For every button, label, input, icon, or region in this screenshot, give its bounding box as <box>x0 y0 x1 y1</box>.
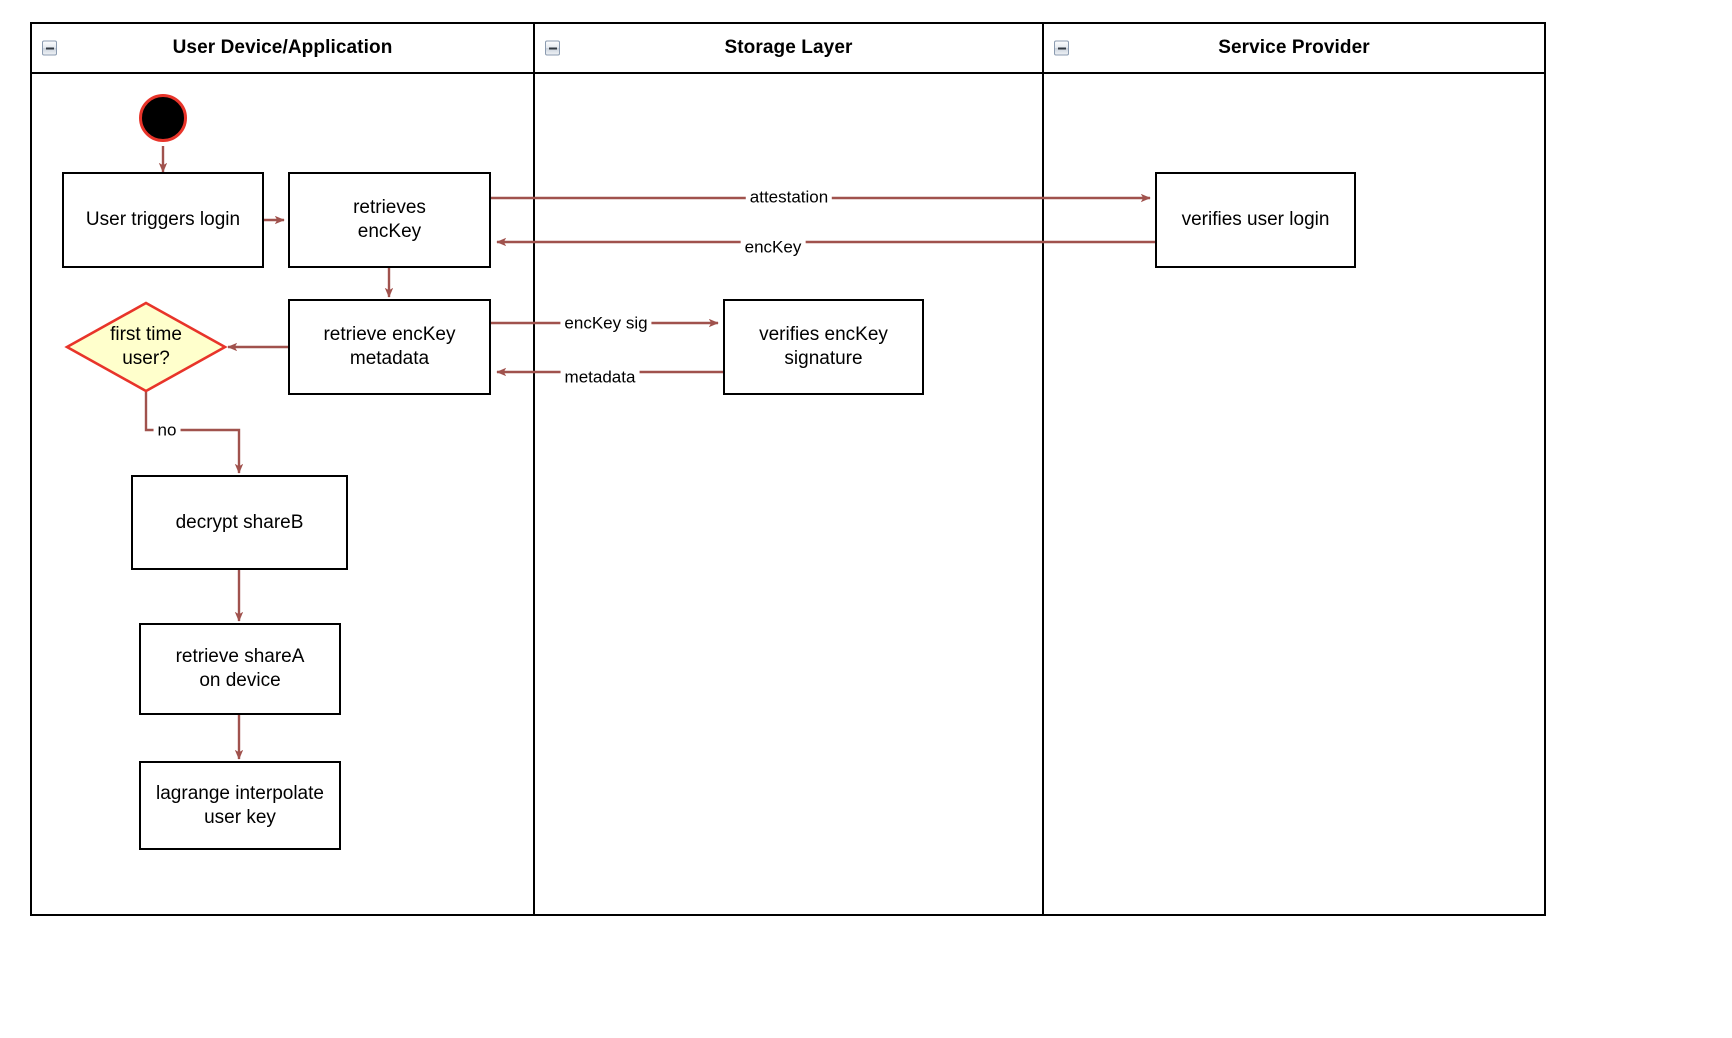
edge-label-metadata: metadata <box>560 368 640 388</box>
collapse-minus-icon[interactable] <box>1054 40 1069 56</box>
activity-retrieve-enckey-metadata[interactable]: retrieve encKey metadata <box>288 299 491 395</box>
lane-service-provider[interactable]: Service Provider <box>1042 24 1544 914</box>
lane-user-device[interactable]: User Device/Application <box>32 24 533 914</box>
lane-title-service-provider: Service Provider <box>1218 37 1370 58</box>
edge-label-attestation: attestation <box>745 188 833 208</box>
edge-label-no: no <box>153 421 181 441</box>
lane-header-user-device[interactable]: User Device/Application <box>32 24 533 74</box>
start-node[interactable] <box>139 94 187 142</box>
lane-storage-layer[interactable]: Storage Layer <box>533 24 1042 914</box>
edge-label-enckey-sig: encKey sig <box>560 314 652 334</box>
collapse-minus-icon[interactable] <box>545 40 560 56</box>
edge-label-enckey: encKey <box>740 238 806 258</box>
lane-header-service-provider[interactable]: Service Provider <box>1044 24 1544 74</box>
activity-decrypt-shareb[interactable]: decrypt shareB <box>131 475 348 570</box>
activity-user-triggers-login[interactable]: User triggers login <box>62 172 264 268</box>
activity-retrieves-enckey[interactable]: retrieves encKey <box>288 172 491 268</box>
lane-title-user-device: User Device/Application <box>172 37 393 58</box>
activity-verifies-enckey-signature[interactable]: verifies encKey signature <box>723 299 924 395</box>
activity-verifies-user-login[interactable]: verifies user login <box>1155 172 1356 268</box>
decision-diamond-shape <box>64 301 228 393</box>
decision-first-time-user[interactable]: first time user? <box>64 300 228 394</box>
collapse-minus-icon[interactable] <box>42 40 57 56</box>
activity-lagrange-interpolate-user-key[interactable]: lagrange interpolate user key <box>139 761 341 850</box>
activity-retrieve-sharea-on-device[interactable]: retrieve shareA on device <box>139 623 341 715</box>
lane-title-storage-layer: Storage Layer <box>724 37 853 58</box>
lane-header-storage-layer[interactable]: Storage Layer <box>535 24 1042 74</box>
